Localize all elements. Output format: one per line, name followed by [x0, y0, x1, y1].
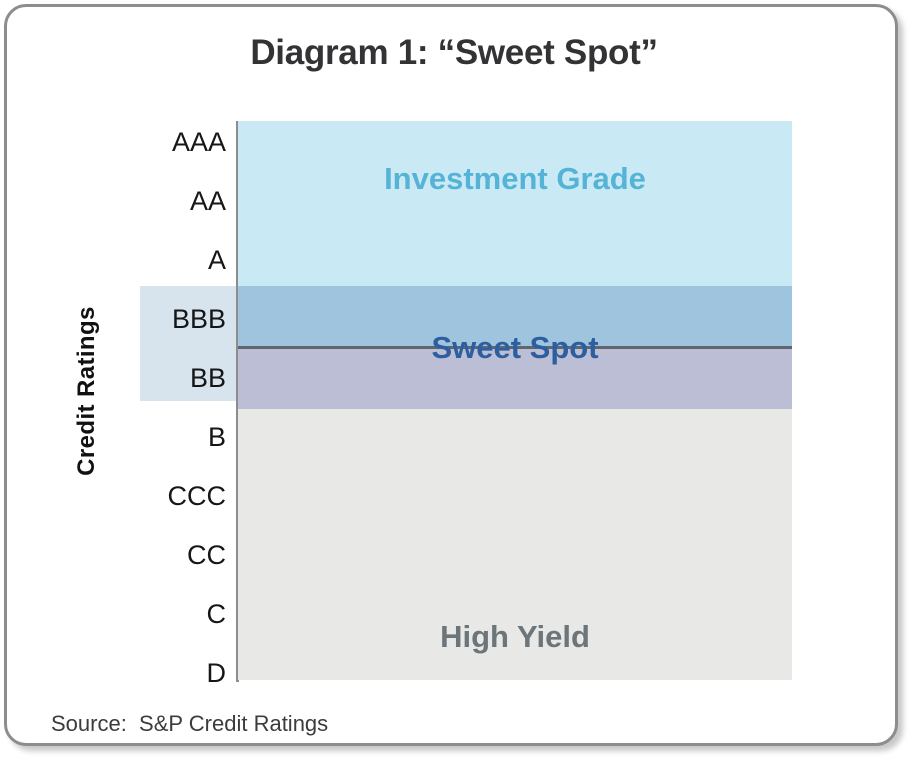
page-title: Diagram 1: “Sweet Spot”	[250, 33, 658, 72]
band-high-yield	[238, 409, 792, 680]
y-tick-cc: CC	[187, 540, 226, 570]
sweet-spot-divider-line	[238, 346, 792, 349]
diagram-card: Diagram 1: “Sweet Spot” Credit Ratings A…	[4, 4, 898, 746]
band-label-investment-grade: Investment Grade	[384, 161, 646, 196]
y-tick-aa: AA	[189, 186, 226, 216]
band-sweet-spot-upper	[238, 286, 792, 347]
y-tick-d: D	[206, 658, 227, 688]
y-tick-ccc: CCC	[167, 481, 227, 511]
y-tick-aaa: AAA	[171, 127, 226, 157]
plot-area: Investment Grade Sweet Spot High Yield	[238, 121, 792, 680]
band-label-sweet-spot: Sweet Spot	[431, 330, 599, 365]
y-axis-title: Credit Ratings	[73, 306, 100, 476]
band-sweet-spot-lower	[238, 347, 792, 409]
y-tick-b: B	[207, 422, 226, 452]
band-label-high-yield: High Yield	[440, 619, 590, 654]
source-note: Source: S&P Credit Ratings	[51, 711, 329, 736]
y-tick-bb: BB	[189, 363, 226, 393]
band-investment-grade	[238, 121, 792, 286]
y-axis-line	[236, 121, 239, 682]
tick-highlight-band	[140, 286, 237, 401]
y-tick-c: C	[206, 599, 227, 629]
y-tick-a: A	[207, 245, 226, 275]
y-axis-tick-labels: AAA AA A BBB BB B CCC CC C D	[136, 121, 227, 687]
y-tick-bbb: BBB	[171, 304, 226, 334]
